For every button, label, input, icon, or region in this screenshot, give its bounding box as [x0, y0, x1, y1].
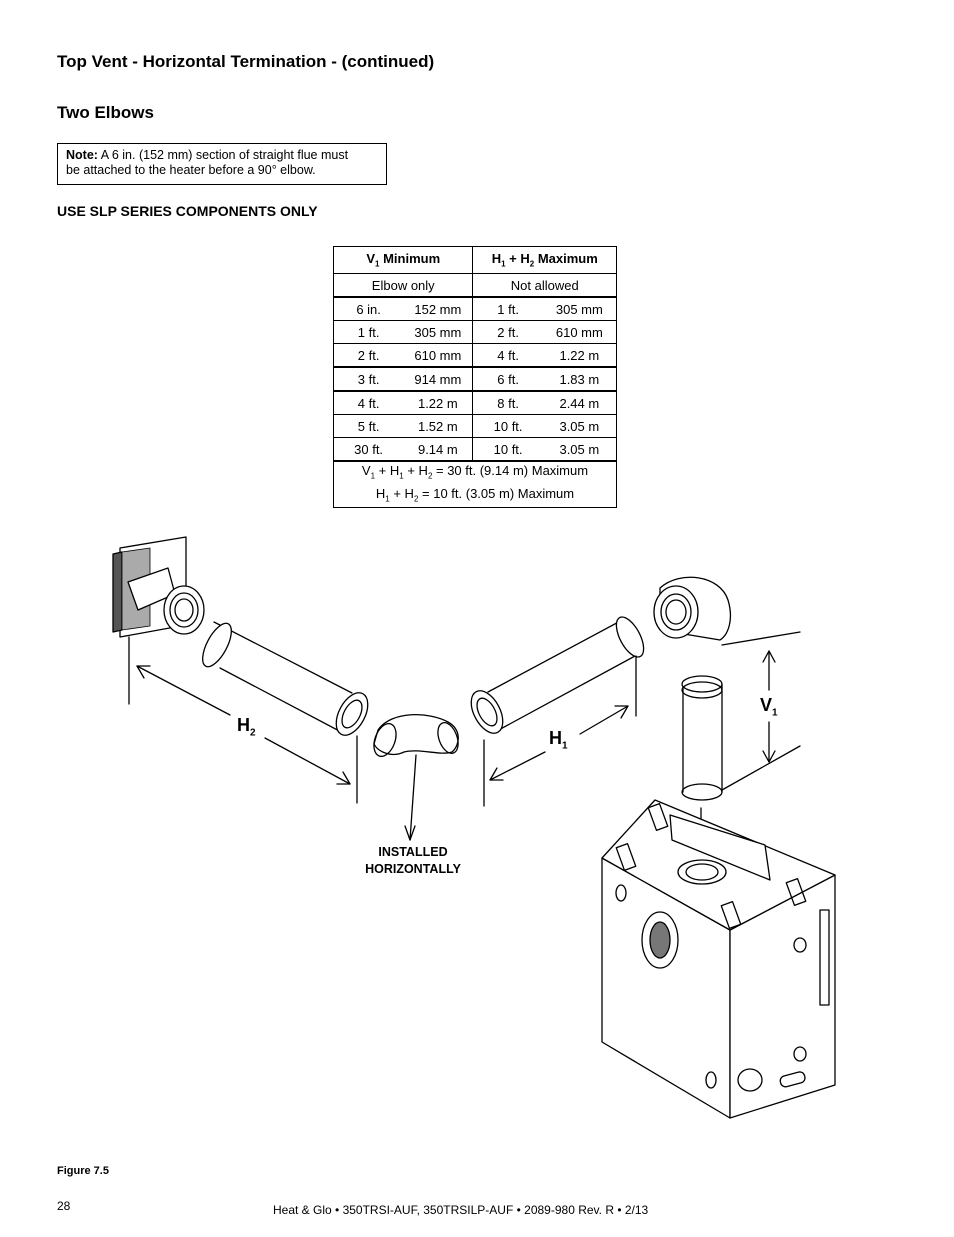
note-box: Note: A 6 in. (152 mm) section of straig… — [57, 143, 387, 185]
table-row: 1 ft.305 mm 2 ft.610 mm — [333, 320, 617, 344]
elbow-vertical — [653, 576, 732, 641]
table-row: 2 ft.610 mm 4 ft.1.22 m — [333, 343, 617, 368]
vent-spec-table: V1 Minimum H1 + H2 Maximum Elbow only No… — [332, 246, 617, 509]
table-cell: 1.22 m — [542, 343, 617, 368]
table-cell: 152 mm — [403, 296, 474, 321]
page-title: Top Vent - Horizontal Termination - (con… — [57, 52, 435, 71]
table-cell: 610 mm — [542, 320, 617, 344]
table-cell: 3 ft. — [333, 366, 404, 392]
page-number: 28 — [57, 1199, 71, 1213]
table-row: 3 ft.914 mm 6 ft.1.83 m — [333, 366, 617, 392]
table-cell: 6 ft. — [472, 366, 543, 392]
table-cell: 10 ft. — [472, 414, 543, 438]
table-cell: 8 ft. — [472, 390, 543, 415]
table-cell: 10 ft. — [472, 437, 543, 462]
table-cell: 1 ft. — [333, 320, 404, 344]
table-cell: 610 mm — [403, 343, 474, 368]
termination-cap — [112, 536, 205, 705]
not-allowed-cell: Not allowed — [472, 273, 617, 298]
note-label: Note: — [66, 148, 98, 162]
table-cell: 4 ft. — [472, 343, 543, 368]
elbow-only-cell: Elbow only — [332, 273, 474, 298]
figure-caption: Figure 7.5 — [57, 1165, 109, 1177]
section-heading: Two Elbows — [57, 103, 154, 122]
dimension-h2 — [136, 665, 351, 785]
table-cell: 1.52 m — [403, 414, 474, 438]
table-cell: 305 mm — [403, 320, 474, 344]
note-text-2: be attached to the heater before a 90° e… — [66, 163, 316, 177]
label-v1: V1 — [760, 695, 778, 719]
dimension-h1 — [489, 705, 629, 781]
components-notice: USE SLP SERIES COMPONENTS ONLY — [57, 203, 318, 219]
table-cell: 30 ft. — [333, 437, 404, 462]
note-text-1: A 6 in. (152 mm) section of straight flu… — [97, 148, 349, 162]
page-footer: Heat & Glo • 350TRSI-AUF, 350TRSILP-AUF … — [273, 1203, 649, 1217]
col-h-header: H1 + H2 Maximum — [472, 246, 617, 274]
table-cell: 3.05 m — [542, 437, 617, 462]
heater-box — [601, 799, 836, 1119]
table-cell: 2 ft. — [333, 343, 404, 368]
label-h1: H1 — [549, 728, 568, 752]
table-row: Elbow only Not allowed — [332, 273, 617, 298]
table-cell: 1.22 m — [403, 390, 474, 415]
table-cell: 914 mm — [403, 366, 474, 392]
elbow-horizontal — [373, 714, 459, 841]
table-cell: 3.05 m — [542, 414, 617, 438]
dimension-v1 — [762, 650, 776, 763]
table-cell: 4 ft. — [333, 390, 404, 415]
col-v1-header: V1 Minimum — [332, 246, 474, 274]
table-cell: 5 ft. — [333, 414, 404, 438]
table-header-row: V1 Minimum H1 + H2 Maximum — [332, 246, 617, 274]
table-row: 5 ft.1.52 m 10 ft.3.05 m — [333, 414, 617, 438]
table-cell: 9.14 m — [403, 437, 474, 462]
table-row: 30 ft.9.14 m 10 ft.3.05 m — [333, 437, 617, 462]
table-cell: 305 mm — [542, 296, 617, 321]
pipe-h2 — [202, 621, 369, 804]
table-footer: V1 + H1 + H2 = 30 ft. (9.14 m) Maximum H… — [333, 460, 617, 509]
label-h2: H2 — [237, 715, 256, 739]
table-footer-row: V1 + H1 + H2 = 30 ft. (9.14 m) Maximum H… — [333, 460, 617, 509]
table-cell: 1.83 m — [542, 366, 617, 392]
table-cell: 2 ft. — [472, 320, 543, 344]
pipe-h1 — [470, 616, 645, 807]
table-row: 4 ft.1.22 m 8 ft.2.44 m — [333, 390, 617, 415]
